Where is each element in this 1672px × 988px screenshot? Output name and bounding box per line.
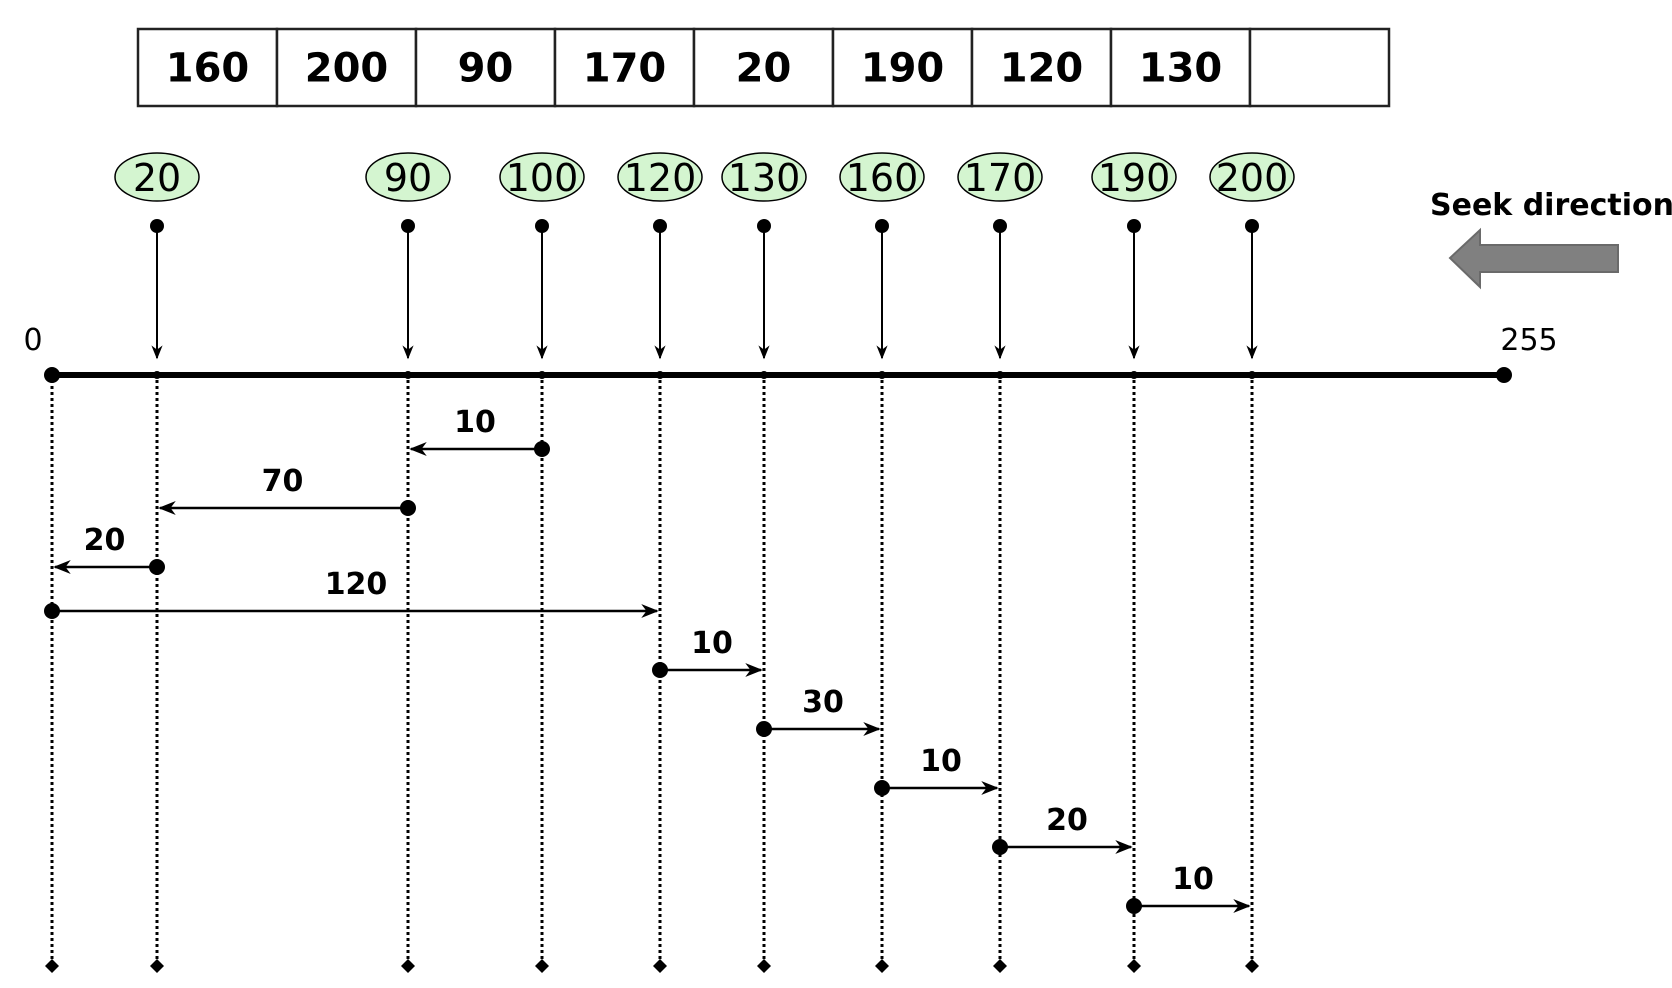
guide-end-diamond <box>1245 959 1259 973</box>
movement-distance-label: 120 <box>325 567 388 602</box>
axis-tick-dot <box>48 371 56 379</box>
request-bubble <box>114 152 200 202</box>
guide-end-diamond <box>757 959 771 973</box>
queue-cell-value: 130 <box>1139 46 1223 92</box>
guide-end-diamond <box>993 959 1007 973</box>
request-label: 160 <box>846 156 919 200</box>
track-max-label: 255 <box>1500 323 1557 358</box>
queue-cell <box>1248 27 1391 108</box>
axis-tick-dot <box>1248 371 1256 379</box>
seek-direction-arrow-icon <box>1448 227 1619 290</box>
queue-cell-value: 170 <box>583 46 667 92</box>
movement-distance-label: 30 <box>802 685 844 720</box>
seek-direction-label: Seek direction <box>1430 188 1672 223</box>
guide-end-diamond <box>401 959 415 973</box>
axis-tick-dot <box>996 371 1004 379</box>
axis-tick-dot <box>404 371 412 379</box>
axis-tick-dot <box>153 371 161 379</box>
queue-cell-value: 200 <box>305 46 389 92</box>
queue-cell-value: 20 <box>736 46 792 92</box>
movement-distance-label: 70 <box>262 464 304 499</box>
request-bubble <box>1209 152 1295 202</box>
queue-cell <box>275 27 418 108</box>
axis-tick-dot <box>760 371 768 379</box>
request-bubble <box>617 152 703 202</box>
track-end-dot <box>1496 367 1512 383</box>
queue-cell <box>1109 27 1252 108</box>
request-label: 130 <box>728 156 801 200</box>
request-label: 20 <box>133 156 181 200</box>
queue-cell-value: 190 <box>861 46 945 92</box>
movement-distance-label: 10 <box>920 744 962 779</box>
movement-distance-label: 20 <box>84 523 126 558</box>
request-bubble <box>839 152 925 202</box>
seek-direction-indicator: Seek direction <box>1430 188 1672 290</box>
guide-end-diamond <box>875 959 889 973</box>
request-label: 190 <box>1098 156 1171 200</box>
axis-tick-dot <box>538 371 546 379</box>
track-axis: 0 255 <box>23 323 1558 383</box>
queue-cell <box>414 27 557 108</box>
queue-cell-value: 90 <box>458 46 514 92</box>
request-label: 200 <box>1216 156 1289 200</box>
guide-end-diamond <box>653 959 667 973</box>
request-label: 100 <box>506 156 579 200</box>
queue-cell-value: 160 <box>166 46 250 92</box>
request-bubble <box>721 152 807 202</box>
track-min-label: 0 <box>23 323 42 358</box>
queue-cell <box>692 27 835 108</box>
queue-cell <box>831 27 974 108</box>
queue-cell-value: 120 <box>1000 46 1084 92</box>
movement-distance-label: 10 <box>454 405 496 440</box>
request-bubble <box>499 152 585 202</box>
axis-tick-dot <box>878 371 886 379</box>
request-markers: 20 90 100 120 130 160 170 190 200 <box>114 152 1295 360</box>
guide-end-diamond <box>150 959 164 973</box>
request-bubble <box>957 152 1043 202</box>
guide-end-diamond <box>45 959 59 973</box>
movement-distance-label: 10 <box>691 626 733 661</box>
queue-cell <box>136 27 279 108</box>
request-queue: 160 200 90 170 20 190 120 130 <box>136 27 1391 108</box>
track-guide-lines <box>45 371 1259 973</box>
request-bubble <box>365 152 451 202</box>
request-label: 120 <box>624 156 697 200</box>
guide-end-diamond <box>1127 959 1141 973</box>
head-movements: 10 70 20 120 10 30 10 20 10 <box>44 405 1251 914</box>
axis-tick-dot <box>1130 371 1138 379</box>
guide-end-diamond <box>535 959 549 973</box>
axis-tick-dot <box>656 371 664 379</box>
request-label: 170 <box>964 156 1037 200</box>
movement-distance-label: 20 <box>1046 803 1088 838</box>
request-label: 90 <box>384 156 432 200</box>
queue-cell <box>970 27 1113 108</box>
movement-distance-label: 10 <box>1172 862 1214 897</box>
request-bubble <box>1091 152 1177 202</box>
